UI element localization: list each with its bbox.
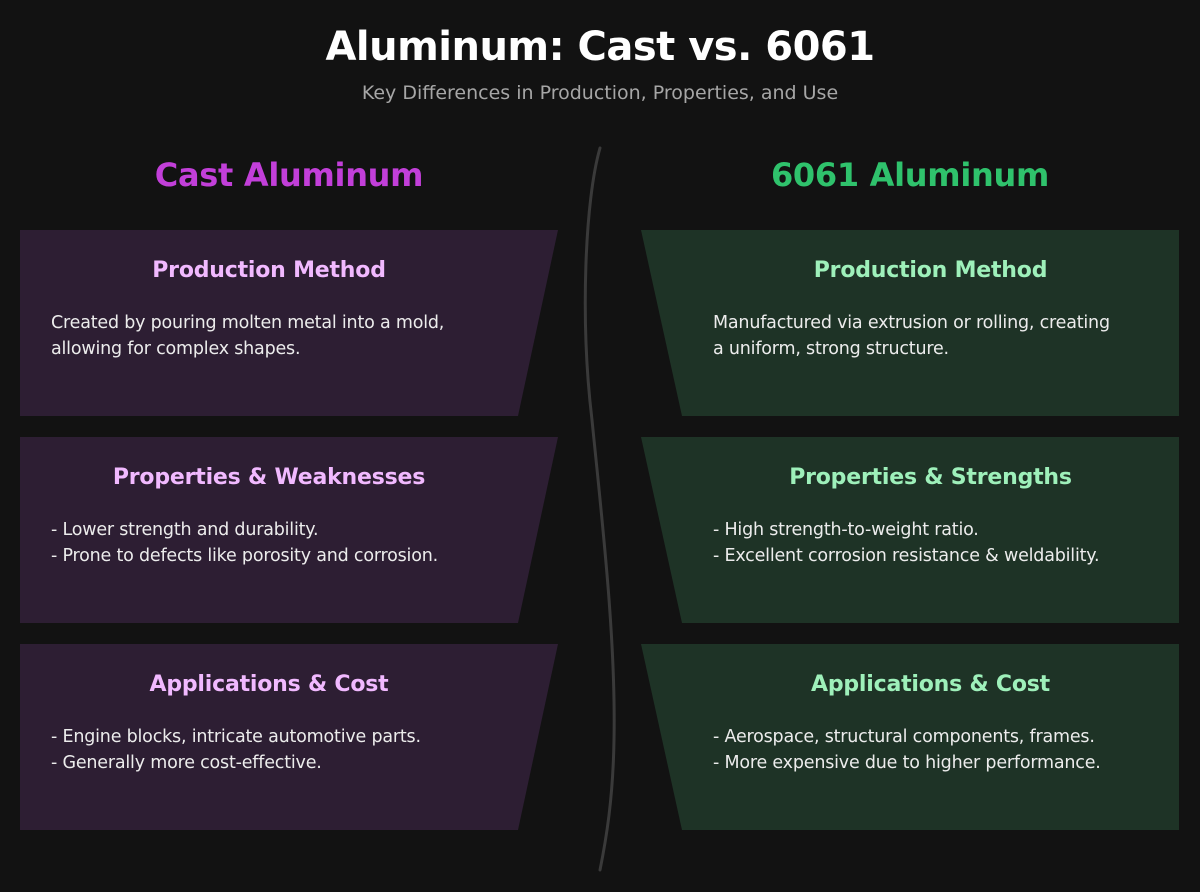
card-heading: Production Method	[813, 258, 1048, 283]
card-line: - Lower strength and durability.	[51, 520, 319, 540]
aluminum6061-production-card: Production Method Manufactured via extru…	[641, 230, 1179, 416]
page-subtitle: Key Differences in Production, Propertie…	[361, 82, 839, 104]
card-line: - High strength-to-weight ratio.	[713, 520, 979, 540]
card-line: - More expensive due to higher performan…	[713, 753, 1101, 773]
aluminum6061-properties-card: Properties & Strengths - High strength-t…	[641, 437, 1179, 623]
card-line: allowing for complex shapes.	[51, 339, 301, 359]
card-heading: Applications & Cost	[811, 672, 1050, 697]
card-line: a uniform, strong structure.	[713, 339, 949, 359]
column-title-cast: Cast Aluminum	[154, 156, 424, 194]
card-heading: Properties & Weaknesses	[112, 465, 426, 490]
card-line: - Generally more cost-effective.	[51, 753, 322, 773]
card-body: - Engine blocks, intricate automotive pa…	[51, 724, 511, 776]
card-body: Created by pouring molten metal into a m…	[51, 310, 511, 362]
card-line: - Engine blocks, intricate automotive pa…	[51, 727, 421, 747]
column-title-6061: 6061 Aluminum	[770, 156, 1050, 194]
card-heading: Production Method	[152, 258, 386, 283]
card-body: - High strength-to-weight ratio. - Excel…	[713, 517, 1173, 569]
card-line: Manufactured via extrusion or rolling, c…	[713, 313, 1110, 333]
card-body: - Aerospace, structural components, fram…	[713, 724, 1173, 776]
card-body: Manufactured via extrusion or rolling, c…	[713, 310, 1173, 362]
cast-applications-card: Applications & Cost - Engine blocks, int…	[20, 644, 558, 830]
card-line: - Prone to defects like porosity and cor…	[51, 546, 438, 566]
cast-properties-card: Properties & Weaknesses - Lower strength…	[20, 437, 558, 623]
card-line: - Excellent corrosion resistance & welda…	[713, 546, 1100, 566]
cast-production-card: Production Method Created by pouring mol…	[20, 230, 558, 416]
card-heading: Properties & Strengths	[789, 465, 1072, 490]
card-body: - Lower strength and durability. - Prone…	[51, 517, 511, 569]
card-heading: Applications & Cost	[149, 672, 389, 697]
page-title: Aluminum: Cast vs. 6061	[325, 24, 875, 70]
card-line: - Aerospace, structural components, fram…	[713, 727, 1095, 747]
card-line: Created by pouring molten metal into a m…	[51, 313, 445, 333]
aluminum6061-applications-card: Applications & Cost - Aerospace, structu…	[641, 644, 1179, 830]
